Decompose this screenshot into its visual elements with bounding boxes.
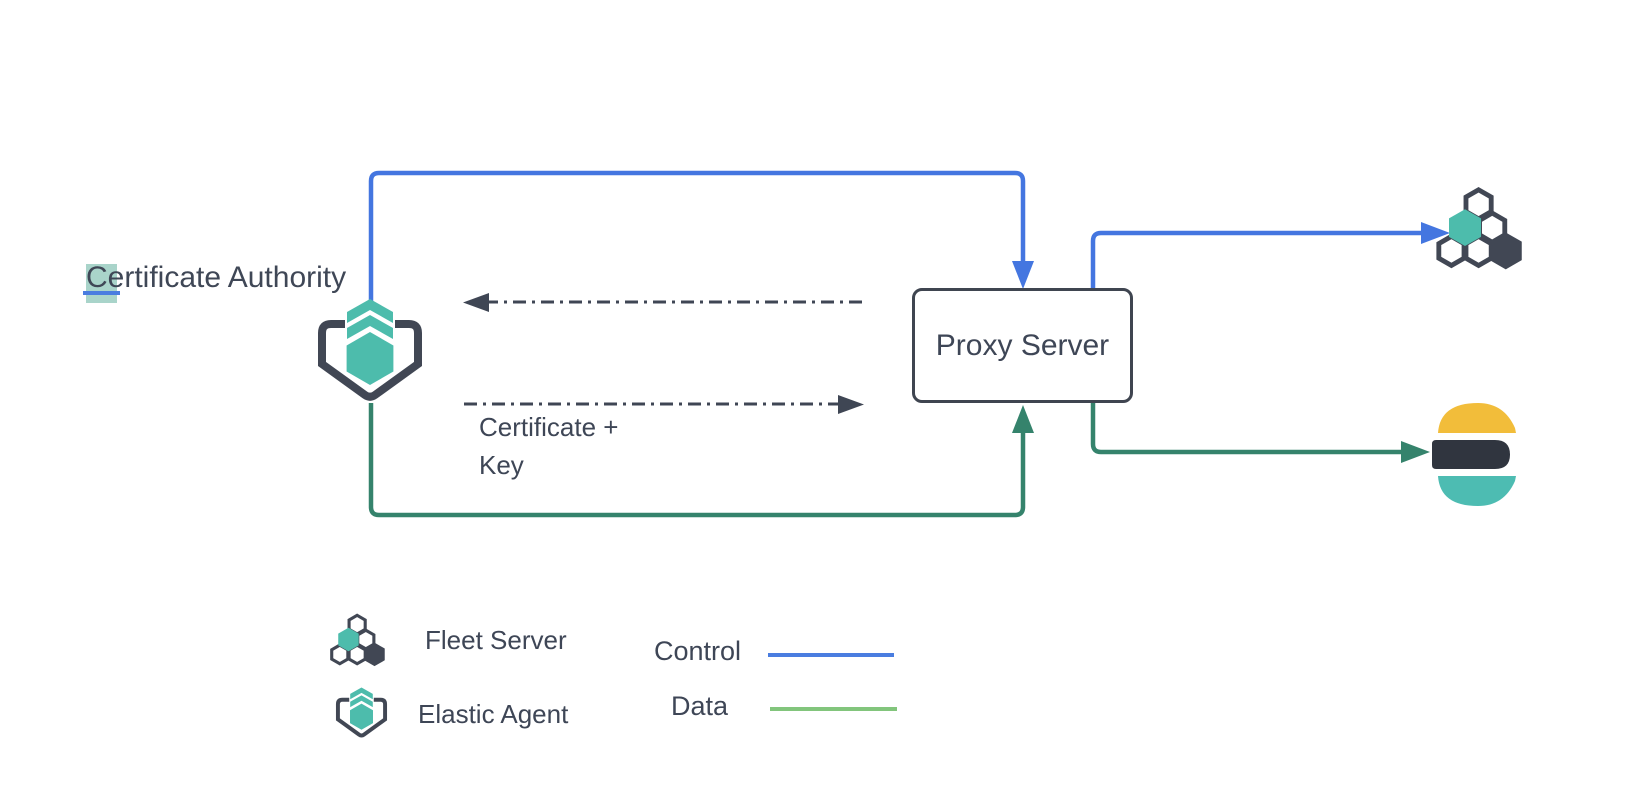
control-line-agent-to-proxy[interactable] xyxy=(368,170,1026,303)
ca-label-rest: ertificate Authority xyxy=(107,261,347,294)
text-caret xyxy=(83,291,120,295)
certificate-authority-label[interactable]: Certificate Authority xyxy=(86,260,346,296)
dashed-arrowhead-right[interactable] xyxy=(838,395,864,414)
elastic-agent-icon[interactable] xyxy=(314,296,426,408)
data-arrowhead-elasticsearch[interactable] xyxy=(1401,441,1430,463)
dashed-arrowhead-left[interactable] xyxy=(463,293,489,312)
data-line-agent-to-proxy[interactable] xyxy=(368,403,1026,518)
fleet-server-icon[interactable] xyxy=(1433,183,1530,280)
control-arrowhead-fleet[interactable] xyxy=(1421,222,1450,244)
proxy-server-box[interactable]: Proxy Server xyxy=(912,288,1133,403)
legend-elastic-agent-label[interactable]: Elastic Agent xyxy=(418,699,569,729)
data-line-proxy-to-elasticsearch[interactable] xyxy=(1090,403,1401,455)
certificate-key-label[interactable]: Certificate + Key xyxy=(479,408,618,484)
control-arrowhead-proxy-top[interactable] xyxy=(1012,261,1034,289)
legend-fleet-server-icon[interactable] xyxy=(328,611,390,673)
ca-selected-char: C xyxy=(86,261,108,294)
certificate-key-line2: Key xyxy=(479,450,524,480)
legend-elastic-agent-icon[interactable] xyxy=(334,686,389,741)
certificate-key-line1: Certificate + xyxy=(479,412,619,442)
control-line-proxy-to-fleet[interactable] xyxy=(1090,230,1421,289)
es-teal-shape xyxy=(1438,476,1516,506)
es-yellow-shape xyxy=(1438,403,1516,433)
legend-data-label[interactable]: Data xyxy=(671,691,729,721)
es-dark-shape xyxy=(1432,440,1510,469)
text-selection-highlight xyxy=(86,264,117,303)
elasticsearch-logo[interactable] xyxy=(1428,400,1528,510)
data-arrowhead-proxy-bottom[interactable] xyxy=(1012,405,1034,433)
legend-control-label[interactable]: Control xyxy=(654,636,742,666)
proxy-server-label: Proxy Server xyxy=(935,328,1110,362)
legend-fleet-server-label[interactable]: Fleet Server xyxy=(425,625,567,655)
